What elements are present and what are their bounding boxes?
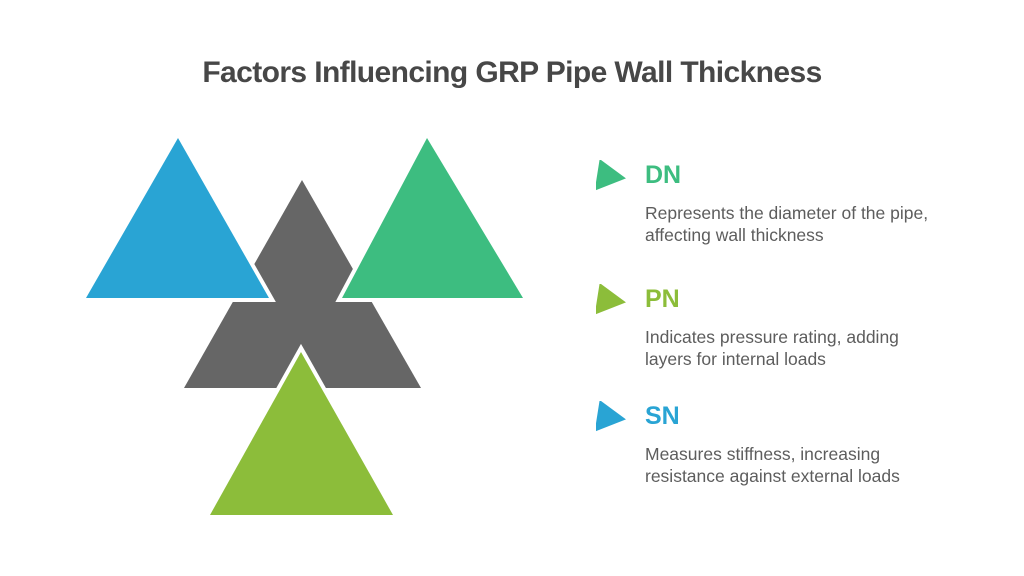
core-triangle	[184, 180, 421, 388]
sn-arrow-icon	[596, 401, 626, 432]
dn-label: DN	[645, 161, 682, 189]
pn-label: PN	[645, 285, 680, 313]
dn-triangle	[335, 129, 531, 302]
legend-item-pn: PN Indicates pressure rating, adding lay…	[596, 283, 945, 371]
pn-triangle	[203, 343, 400, 519]
sn-triangle	[79, 129, 276, 302]
pn-description: Indicates pressure rating, adding layers…	[645, 327, 899, 370]
legend-item-dn: DN Represents the diameter of the pipe, …	[596, 159, 945, 247]
sn-label: SN	[645, 402, 680, 430]
page-title: Factors Influencing GRP Pipe Wall Thickn…	[202, 56, 822, 90]
dn-description: Represents the diameter of the pipe, aff…	[645, 203, 929, 246]
sn-description: Measures stiffness, increasing resistanc…	[645, 444, 900, 487]
legend-item-sn: SN Measures stiffness, increasing resist…	[596, 400, 945, 488]
dn-arrow-icon	[596, 160, 626, 191]
pn-arrow-icon	[596, 284, 626, 315]
